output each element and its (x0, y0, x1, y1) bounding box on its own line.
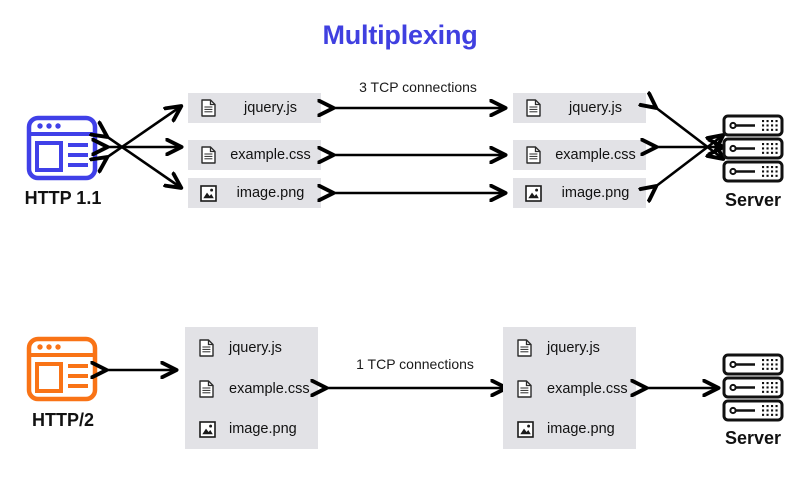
document-icon (517, 338, 547, 357)
file-name: image.png (236, 185, 305, 201)
image-icon (517, 420, 547, 438)
document-icon (188, 146, 228, 164)
http11-client-file-box-0[interactable]: jquery.js (188, 93, 321, 123)
file-row: example.css (188, 146, 321, 164)
image-icon (513, 184, 553, 202)
image-icon (188, 184, 228, 202)
file-row: jquery.js (185, 338, 282, 357)
section-http11: HTTP 1.1 jq (0, 60, 800, 230)
document-icon (199, 379, 229, 398)
file-name: jquery.js (569, 100, 622, 116)
file-row: example.css (513, 146, 646, 164)
file-name: example.css (229, 380, 310, 397)
http11-server-file-box-1[interactable]: example.css (513, 140, 646, 170)
http11-client-file-box-1[interactable]: example.css (188, 140, 321, 170)
file-row: example.css (503, 379, 628, 398)
file-name: jquery.js (244, 100, 297, 116)
http2-connection-arrow (320, 378, 510, 398)
document-icon (513, 99, 553, 117)
document-icon (513, 146, 553, 164)
http2-client-arrow (100, 360, 180, 380)
http11-server-icon (722, 114, 784, 184)
http2-server-label: Server (724, 428, 782, 448)
http2-connection-label: 1 TCP connections (356, 356, 474, 372)
file-row: jquery.js (188, 99, 321, 117)
file-row: image.png (513, 184, 646, 202)
file-row: image.png (185, 420, 297, 438)
browser-window-icon (26, 115, 98, 181)
file-name: image.png (547, 421, 615, 437)
http11-connection-arrows (327, 100, 509, 200)
http11-server-file-box-2[interactable]: image.png (513, 178, 646, 208)
http11-client-arrows (100, 88, 186, 206)
http11-client-icon (26, 115, 98, 181)
file-row: jquery.js (513, 99, 646, 117)
http11-server-file-box-0[interactable]: jquery.js (513, 93, 646, 123)
http11-connection-label: 3 TCP connections (359, 79, 477, 95)
page-title: Multiplexing (322, 20, 478, 50)
http11-server-arrows (650, 88, 728, 206)
http2-server-icon (722, 353, 784, 423)
http2-client-label: HTTP/2 (31, 410, 94, 430)
file-name: image.png (229, 421, 297, 437)
http11-client-file-box-2[interactable]: image.png (188, 178, 321, 208)
file-name: example.css (547, 380, 628, 397)
file-name: example.css (230, 147, 311, 163)
file-name: jquery.js (547, 339, 600, 356)
http2-server-arrow (640, 378, 722, 398)
section-http2: HTTP/2 jquery.js (0, 310, 800, 470)
http11-server-label: Server (724, 190, 782, 210)
http2-server-file-box[interactable]: jquery.js example.css image.png (503, 327, 636, 449)
image-icon (199, 420, 229, 438)
document-icon (199, 338, 229, 357)
file-row: image.png (188, 184, 321, 202)
http2-client-icon (26, 336, 98, 402)
file-name: jquery.js (229, 339, 282, 356)
http2-client-file-box[interactable]: jquery.js example.css image.png (185, 327, 318, 449)
http11-client-label: HTTP 1.1 (24, 188, 102, 208)
file-row: image.png (503, 420, 615, 438)
server-rack-icon (722, 353, 784, 422)
file-name: example.css (555, 147, 636, 163)
file-row: jquery.js (503, 338, 600, 357)
document-icon (188, 99, 228, 117)
document-icon (517, 379, 547, 398)
file-name: image.png (561, 185, 630, 201)
server-rack-icon (722, 114, 784, 183)
browser-window-icon (26, 336, 98, 402)
file-row: example.css (185, 379, 310, 398)
